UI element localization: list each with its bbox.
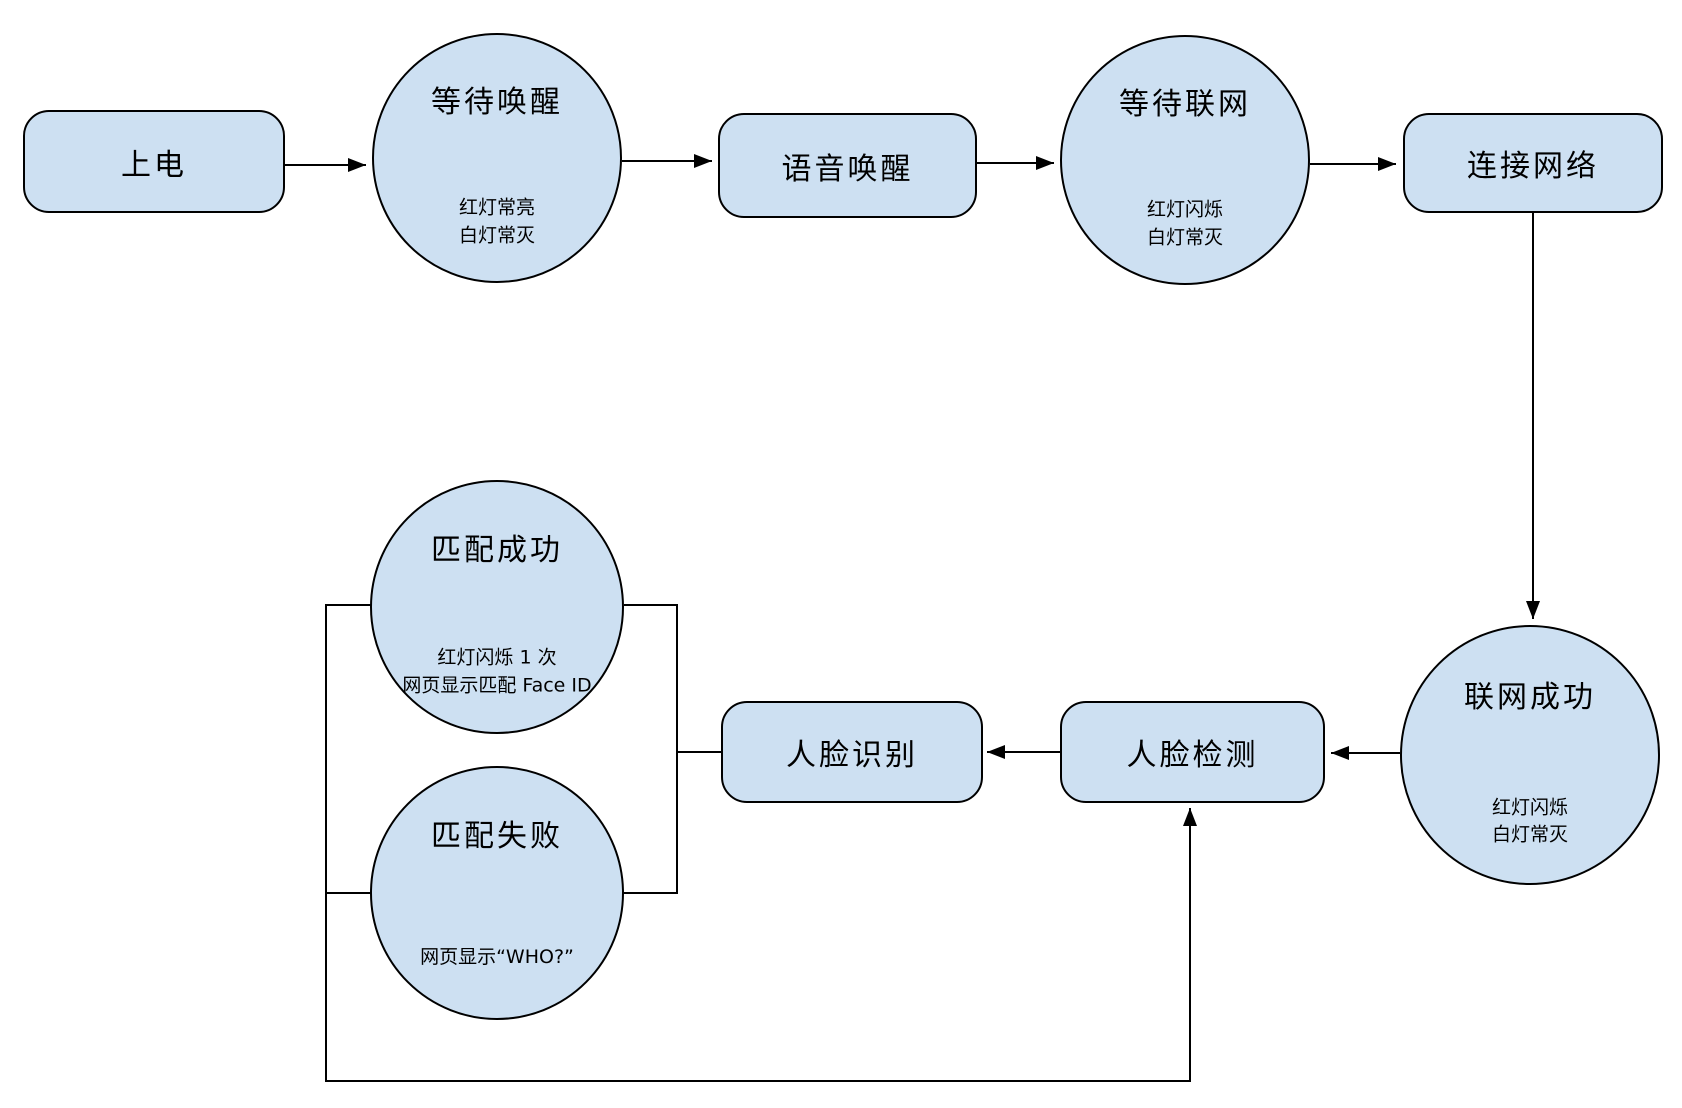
node-wait-wake: 等待唤醒 红灯常亮 白灯常灭 bbox=[372, 33, 622, 283]
node-network-success: 联网成功 红灯闪烁 白灯常灭 bbox=[1400, 625, 1660, 885]
node-wait-wake-label: 等待唤醒 bbox=[431, 84, 563, 120]
note-line: 红灯常亮 bbox=[458, 196, 535, 219]
note-line: 网页显示匹配 Face ID bbox=[402, 674, 592, 696]
node-match-fail-note: 网页显示“WHO?” bbox=[372, 944, 622, 972]
edge-loop-back-to-face-detect bbox=[325, 604, 1197, 1082]
node-power-on: 上电 bbox=[23, 110, 285, 213]
edge-branch-to-match-results bbox=[624, 604, 678, 894]
node-wait-wake-note: 红灯常亮 白灯常灭 bbox=[374, 194, 620, 249]
note-line: 红灯闪烁 bbox=[1491, 796, 1568, 818]
node-match-fail: 匹配失败 网页显示“WHO?” bbox=[370, 766, 624, 1020]
node-match-fail-label: 匹配失败 bbox=[431, 819, 563, 854]
node-face-recognize-label: 人脸识别 bbox=[786, 738, 918, 773]
node-voice-wake-label: 语音唤醒 bbox=[781, 151, 914, 187]
node-face-recognize: 人脸识别 bbox=[721, 701, 983, 803]
note-line: 白灯常灭 bbox=[1491, 823, 1568, 846]
node-network-success-label: 联网成功 bbox=[1464, 679, 1596, 715]
note-line: 白灯常灭 bbox=[1146, 225, 1223, 248]
node-match-success-note: 红灯闪烁 1 次 网页显示匹配 Face ID bbox=[372, 644, 622, 699]
node-match-success-label: 匹配成功 bbox=[431, 533, 563, 568]
node-network-success-note: 红灯闪烁 白灯常灭 bbox=[1402, 794, 1658, 849]
note-line: 红灯闪烁 bbox=[1146, 198, 1223, 221]
note-line: 白灯常灭 bbox=[458, 223, 535, 246]
node-wait-network: 等待联网 红灯闪烁 白灯常灭 bbox=[1060, 35, 1310, 285]
node-connect-network-label: 连接网络 bbox=[1467, 149, 1599, 184]
node-face-detect: 人脸检测 bbox=[1060, 701, 1325, 803]
node-face-detect-label: 人脸检测 bbox=[1126, 738, 1259, 773]
node-power-on-label: 上电 bbox=[121, 147, 187, 183]
node-voice-wake: 语音唤醒 bbox=[718, 113, 977, 218]
note-line: 网页显示“WHO?” bbox=[420, 946, 574, 969]
node-wait-network-label: 等待联网 bbox=[1119, 86, 1251, 122]
node-connect-network: 连接网络 bbox=[1403, 113, 1663, 213]
node-wait-network-note: 红灯闪烁 白灯常灭 bbox=[1062, 196, 1308, 251]
node-match-success: 匹配成功 红灯闪烁 1 次 网页显示匹配 Face ID bbox=[370, 480, 624, 734]
note-line: 红灯闪烁 1 次 bbox=[437, 646, 557, 669]
